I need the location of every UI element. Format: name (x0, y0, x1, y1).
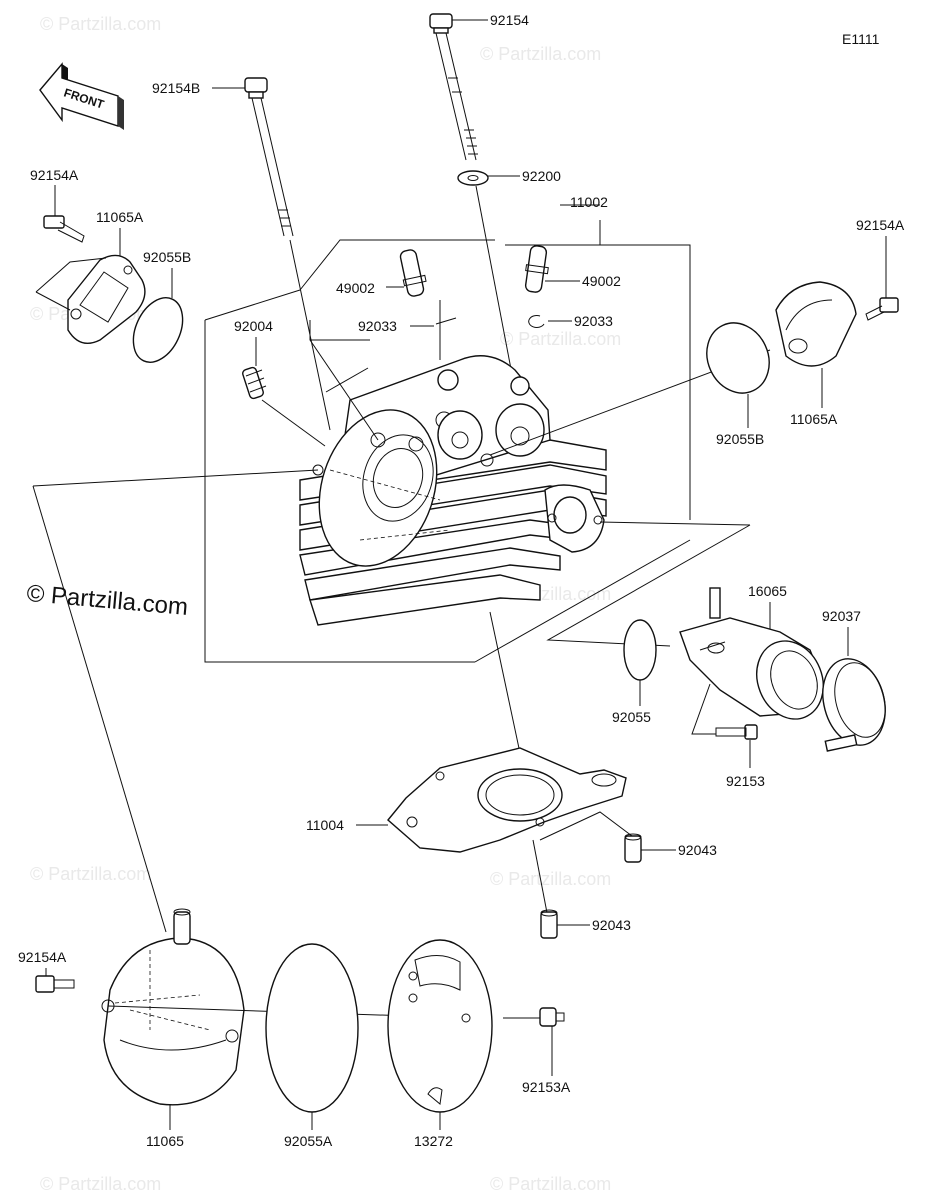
washer-92200 (457, 170, 489, 186)
cover-plate-13272 (387, 939, 493, 1113)
o-ring-92055B-right (706, 322, 770, 394)
bolt-92154A-right (865, 297, 899, 321)
callout-92153A: 92153A (522, 1079, 571, 1095)
watermark-text: © Partzilla.com (480, 44, 601, 64)
callout-11002: 11002 (570, 194, 608, 210)
callout-11065: 11065 (146, 1133, 184, 1149)
valve-guide-49002-right (524, 245, 549, 293)
front-arrow-icon: FRONT (39, 62, 124, 130)
callout-49002-left: 49002 (336, 280, 375, 296)
callout-92055B-right: 92055B (716, 431, 764, 447)
callout-13272: 13272 (414, 1133, 453, 1149)
clip-92033-right (528, 315, 545, 328)
assembly-frame-lines (204, 204, 691, 663)
callout-92154B: 92154B (152, 80, 200, 96)
watermark-text: © Partzilla.com (490, 1174, 611, 1194)
callout-11065A-right: 11065A (790, 411, 838, 427)
bolt-92153A (539, 1007, 565, 1027)
dowel-92043-a (624, 833, 642, 863)
callout-16065: 16065 (748, 583, 787, 599)
watermark-text: © Partzilla.com (500, 329, 621, 349)
callout-92055: 92055 (612, 709, 651, 725)
watermark-text: © Partzilla.com (40, 14, 161, 34)
callout-92033-left: 92033 (358, 318, 397, 334)
intake-pipe-16065 (679, 587, 827, 720)
callout-92037: 92037 (822, 608, 861, 624)
callout-11004: 11004 (306, 817, 344, 833)
diagram-code: E1111 (842, 31, 880, 47)
callout-92154A-top-left: 92154A (30, 167, 79, 183)
callout-92154: 92154 (490, 12, 529, 28)
clip-92033-left (435, 317, 457, 325)
callout-92004: 92004 (234, 318, 273, 334)
callout-92033-right: 92033 (574, 313, 613, 329)
callout-92200: 92200 (522, 168, 561, 184)
clamp-92037 (822, 658, 886, 752)
watermark-text: © Partzilla.com (490, 869, 611, 889)
o-ring-92055 (623, 619, 657, 681)
callout-92043-a: 92043 (678, 842, 717, 858)
dowel-92043-b (540, 909, 558, 939)
stud-92004 (242, 366, 267, 400)
tappet-cover-11065A-left (67, 254, 146, 344)
cylinder-head-cover-11065 (101, 908, 245, 1106)
bolt-92154B (244, 77, 294, 237)
watermark-text: © Partzilla.com (40, 1174, 161, 1194)
bolt-92153 (715, 724, 758, 740)
callout-92154A-top-right: 92154A (856, 217, 905, 233)
head-gasket-11004 (387, 747, 627, 853)
callout-92153: 92153 (726, 773, 765, 789)
callout-49002-right: 49002 (582, 273, 621, 289)
tappet-cover-11065A-right (775, 281, 857, 367)
cylinder-head-11002 (299, 355, 607, 626)
o-ring-92055A (265, 943, 359, 1113)
bolt-92154 (429, 13, 478, 161)
callout-92055A: 92055A (284, 1133, 333, 1149)
watermarks: © Partzilla.com © Partzilla.com © Partzi… (30, 14, 621, 1194)
bolt-92154A-left (43, 215, 85, 243)
bolt-92154A-bottom (35, 975, 75, 993)
callout-92055B-left: 92055B (143, 249, 191, 265)
callout-11065A-left: 11065A (96, 209, 144, 225)
callout-92154A-bottom-left: 92154A (18, 949, 67, 965)
watermark-text: © Partzilla.com (30, 864, 151, 884)
o-ring-92055B-left (132, 297, 184, 363)
valve-guide-49002-left (399, 249, 427, 297)
callout-92043-b: 92043 (592, 917, 631, 933)
